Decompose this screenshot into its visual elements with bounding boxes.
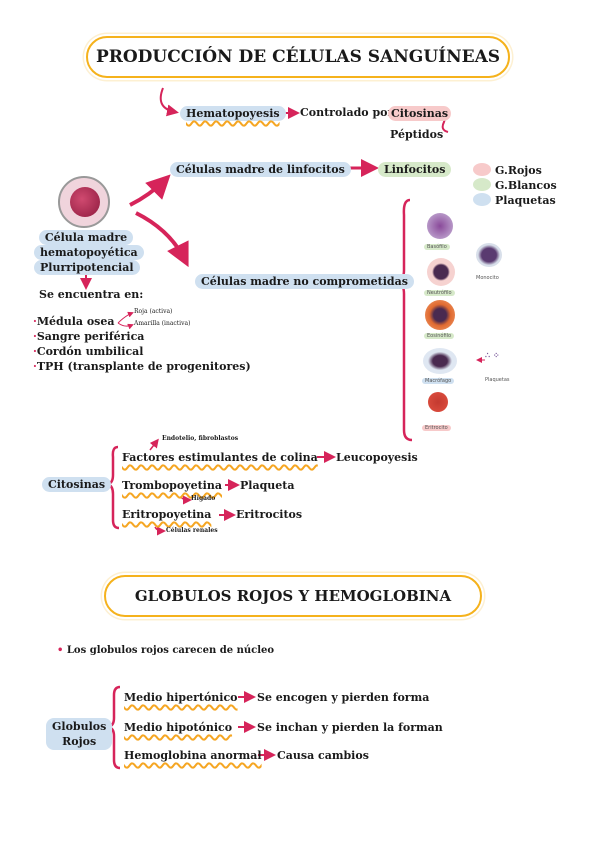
factor-source: Células renales	[166, 527, 218, 534]
factor-row: Eritropoyetina	[122, 508, 212, 521]
eosinofilo-image	[425, 300, 455, 330]
section2-title-frame: GLOBULOS ROJOS Y HEMOGLOBINA	[104, 575, 482, 617]
legend-swatch-rojos	[473, 163, 491, 176]
stem-cell-line: hematopoyética	[34, 245, 144, 260]
legend-blancos: G.Blancos	[495, 179, 557, 192]
stem-cell-label: Célula madre hematopoyética Plurripotenc…	[34, 230, 144, 275]
list-item: ·Cordón umbilical	[33, 345, 144, 358]
section1-title-frame: PRODUCCIÓN DE CÉLULAS SANGUÍNEAS	[86, 36, 510, 78]
factor-result: Plaqueta	[240, 479, 295, 492]
factor-result: Leucopoyesis	[336, 451, 418, 464]
se-encuentra-label: Se encuentra en:	[39, 288, 144, 301]
neutrofilo-image	[427, 258, 455, 286]
stem-cell-line: Plurripotencial	[34, 260, 140, 275]
monocito-image	[476, 243, 502, 267]
endotelio-label: Endotelio, fibroblastos	[162, 435, 239, 442]
cell-label: Basófilo	[424, 244, 450, 250]
legend-plaquetas: Plaquetas	[495, 194, 556, 207]
condition-result: Se encogen y pierden forma	[257, 691, 430, 704]
condition-row: Medio hipotónico	[124, 721, 233, 734]
no-comprometidas-label: Células madre no comprometidas	[195, 274, 414, 289]
citosinas-label: Citosinas	[42, 477, 112, 492]
legend-swatch-plaquetas	[473, 193, 491, 206]
factor-source: Hígado	[191, 495, 216, 502]
condition-row: Medio hipertónico	[124, 691, 238, 704]
cell-label: Monocito	[476, 275, 499, 281]
section2-title: GLOBULOS ROJOS Y HEMOGLOBINA	[134, 587, 452, 605]
list-item: ·Médula osea	[33, 315, 115, 328]
section1-title: PRODUCCIÓN DE CÉLULAS SANGUÍNEAS	[95, 47, 501, 67]
bullet-item: • Los globulos rojos carecen de núcleo	[57, 645, 275, 656]
cell-label: Eritrocito	[422, 425, 451, 431]
condition-result: Se inchan y pierden la forman	[257, 721, 443, 734]
medula-roja: Roja (activa)	[134, 308, 173, 315]
legend-rojos: G.Rojos	[495, 164, 542, 177]
legend-swatch-blancos	[473, 178, 491, 191]
citosinas-ref: Citosinas	[388, 106, 452, 121]
stem-cell-line: Célula madre	[38, 230, 134, 245]
macrofago-image	[423, 348, 457, 374]
medula-amarilla: Amarilla (inactiva)	[134, 320, 191, 327]
list-item: ·Sangre periférica	[33, 330, 145, 343]
peptidos-label: Péptidos	[390, 128, 444, 141]
plaquetas-image: ∴ ⁘	[485, 350, 500, 360]
factor-result: Eritrocitos	[236, 508, 303, 521]
cell-label: Plaquetas	[485, 377, 510, 383]
factor-row: Factores estimulantes de colina	[122, 451, 318, 464]
cell-label: Neutrófilo	[424, 290, 455, 296]
eritrocito-image	[428, 392, 448, 412]
basofilo-image	[427, 213, 453, 239]
factor-row: Trombopoyetina	[122, 479, 222, 492]
stem-cell-image	[58, 176, 110, 228]
cell-label: Eosinófilo	[424, 333, 455, 339]
cell-label: Macrófago	[422, 378, 455, 384]
condition-row: Hemoglobina anormal	[124, 749, 262, 762]
locations-list: ·Médula osea ·Sangre periférica ·Cordón …	[33, 314, 251, 374]
linfocitos-label: Linfocitos	[378, 162, 452, 177]
linfo-madre-label: Células madre de linfocitos	[170, 162, 351, 177]
condition-result: Causa cambios	[277, 749, 369, 762]
hematopoyesis-label: Hematopoyesis	[180, 106, 286, 121]
list-item: ·TPH (transplante de progenitores)	[33, 360, 251, 373]
controlado-label: Controlado por	[300, 106, 394, 119]
